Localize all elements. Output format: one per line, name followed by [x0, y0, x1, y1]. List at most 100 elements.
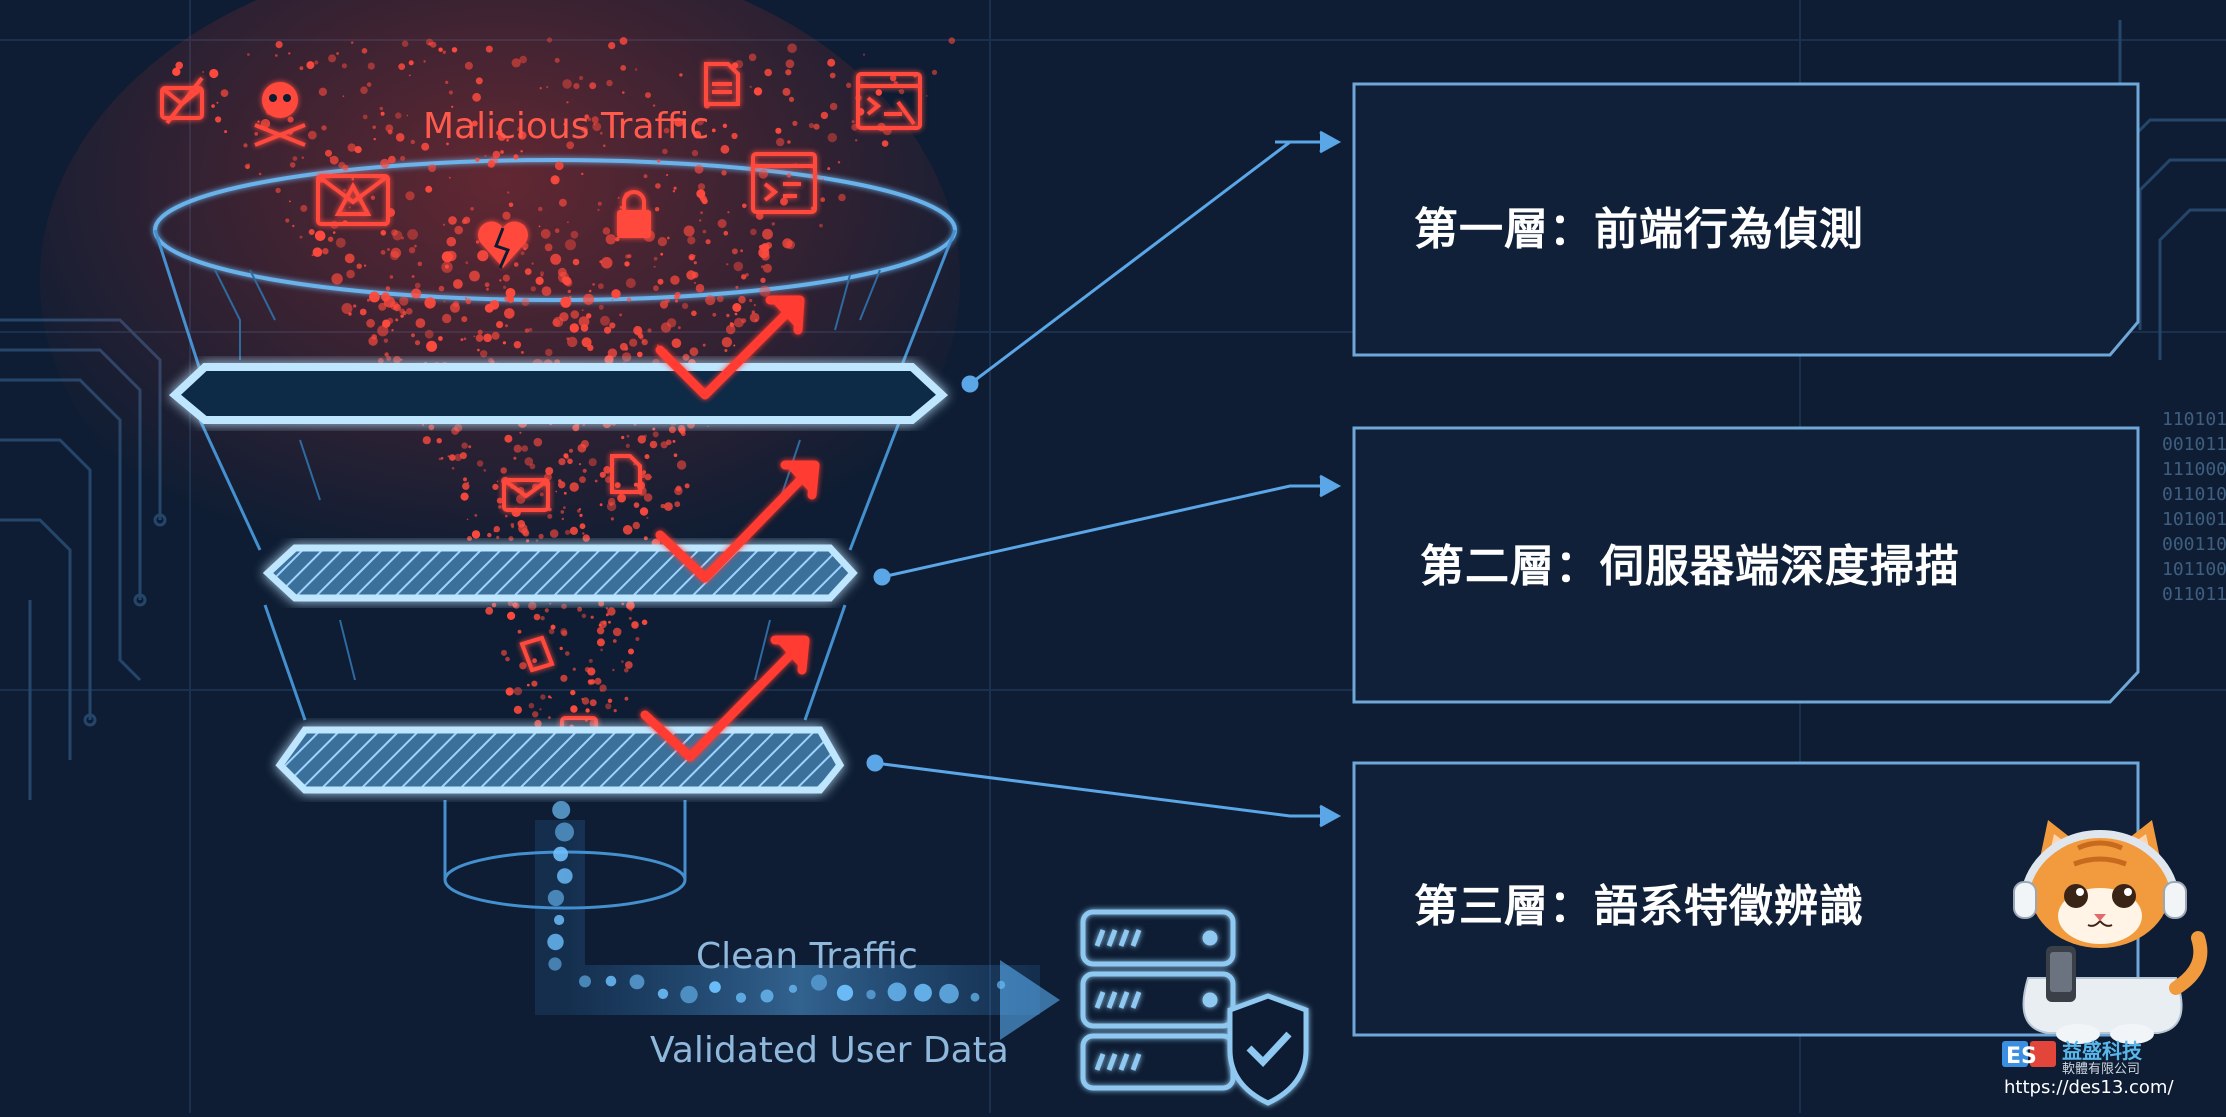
particle — [443, 300, 446, 303]
particle — [451, 47, 458, 53]
particle — [408, 247, 416, 254]
brand-url[interactable]: https://des13.com/ — [2004, 1077, 2174, 1098]
particle — [506, 689, 513, 696]
particle — [582, 532, 585, 535]
particle — [612, 627, 622, 637]
particle — [507, 296, 514, 303]
threat-haze — [40, 0, 960, 610]
particle — [395, 133, 405, 142]
particle — [528, 327, 533, 332]
particle — [644, 473, 652, 481]
clean-dot — [557, 868, 573, 884]
particle — [314, 60, 319, 65]
particle — [642, 470, 647, 475]
particle — [538, 225, 541, 228]
particle — [598, 283, 604, 290]
particle — [578, 316, 590, 327]
particle — [327, 236, 334, 242]
particle — [383, 296, 395, 308]
malicious-traffic-label: Malicious Traffic — [423, 106, 710, 147]
particle — [644, 454, 650, 460]
particle — [855, 139, 858, 142]
particle — [624, 668, 629, 673]
particle — [619, 206, 623, 209]
particle — [567, 458, 573, 465]
particle — [554, 57, 560, 63]
particle — [505, 656, 510, 662]
particle — [344, 253, 355, 264]
clean-dot — [866, 989, 876, 1000]
particle — [348, 206, 351, 209]
particle — [726, 263, 729, 266]
particle — [341, 63, 347, 69]
particle — [496, 497, 503, 504]
particle — [738, 295, 746, 304]
particle — [627, 254, 632, 259]
clean-traffic-label: Clean Traffic — [696, 936, 918, 977]
particle — [787, 140, 791, 144]
particle — [597, 208, 600, 211]
particle — [489, 300, 500, 310]
particle — [597, 201, 602, 206]
particle — [421, 142, 430, 151]
small-document-icon — [610, 454, 642, 494]
particle — [699, 219, 702, 222]
particle — [569, 482, 579, 492]
particle — [438, 285, 445, 292]
particle — [410, 139, 415, 145]
particle — [503, 285, 507, 289]
particle — [758, 244, 764, 250]
particle — [373, 137, 376, 141]
particle — [579, 523, 586, 530]
particle — [657, 237, 668, 247]
particle — [463, 477, 467, 482]
particle — [338, 161, 346, 169]
particle — [628, 648, 634, 655]
particle — [554, 228, 560, 233]
particle — [411, 288, 422, 299]
particle — [617, 197, 620, 199]
particle — [585, 708, 590, 713]
particle — [300, 204, 308, 212]
particle — [461, 442, 468, 449]
particle — [408, 74, 411, 77]
particle — [673, 186, 677, 190]
particle — [471, 120, 478, 127]
particle — [705, 239, 711, 245]
particle — [539, 87, 542, 90]
particle — [538, 206, 543, 212]
particle — [513, 154, 519, 160]
clean-dot — [554, 914, 565, 926]
particle — [570, 705, 578, 713]
particle — [598, 623, 602, 627]
particle — [460, 338, 464, 341]
particle — [306, 61, 315, 70]
particle — [414, 340, 421, 346]
particle — [581, 697, 584, 701]
particle — [576, 509, 581, 513]
particle — [516, 494, 526, 504]
particle — [428, 42, 432, 46]
particle — [393, 355, 401, 364]
particle — [460, 492, 469, 501]
particle — [607, 607, 616, 616]
particle — [569, 526, 579, 536]
particle — [641, 619, 648, 626]
particle — [820, 111, 829, 120]
particle — [549, 602, 552, 605]
particle — [592, 283, 595, 286]
particle — [422, 423, 425, 426]
particle — [289, 200, 291, 203]
particle — [558, 481, 566, 489]
particle — [387, 248, 390, 251]
particle — [751, 310, 755, 314]
particle — [548, 716, 551, 719]
particle — [311, 254, 314, 256]
particle — [422, 436, 431, 445]
particle — [491, 602, 497, 608]
particle — [406, 308, 413, 315]
particle — [829, 102, 838, 111]
particle — [632, 521, 640, 530]
